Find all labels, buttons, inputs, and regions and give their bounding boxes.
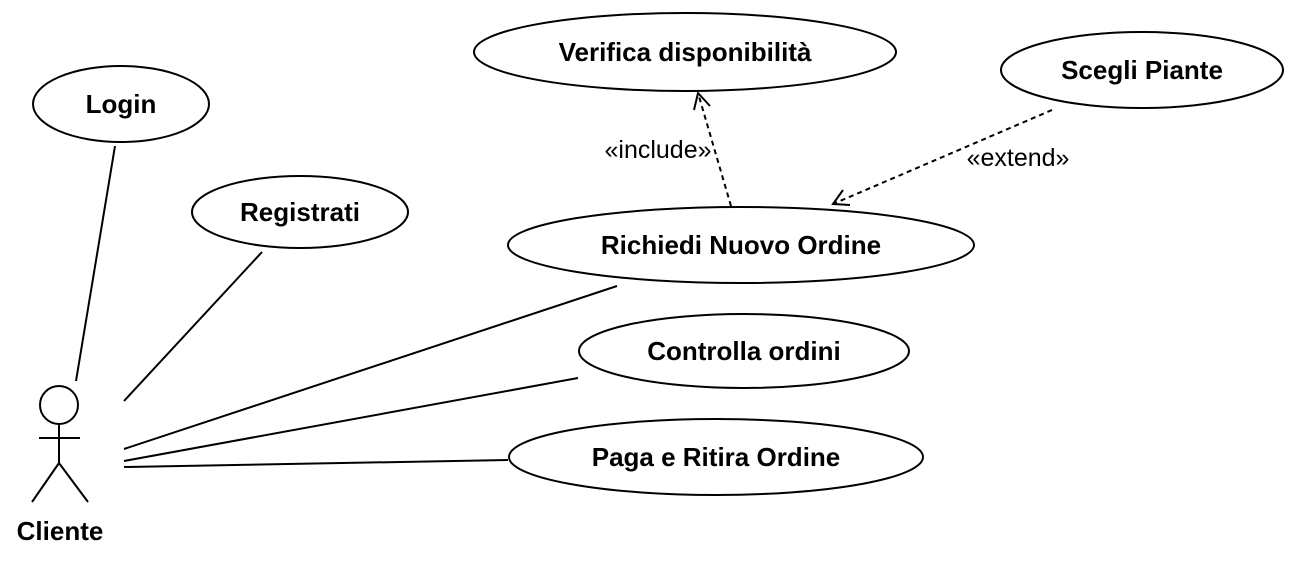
use-case-login[interactable] <box>32 65 210 143</box>
include-stereotype-label: «include» <box>604 136 711 164</box>
association-richiedi <box>123 285 618 450</box>
actor-cliente[interactable] <box>31 385 89 503</box>
use-case-verifica-label: Verifica disponibilità <box>559 37 812 67</box>
association-paga <box>123 459 509 468</box>
association-login <box>75 145 116 382</box>
use-case-verifica-disponibilita[interactable] <box>473 12 897 92</box>
use-case-controlla-label: Controlla ordini <box>647 336 841 366</box>
use-case-richiedi-nuovo-ordine[interactable] <box>507 206 975 284</box>
association-controlla <box>123 377 579 462</box>
extend-stereotype-label: «extend» <box>967 144 1070 172</box>
extend-dependency <box>832 109 1053 205</box>
use-case-richiedi-label: Richiedi Nuovo Ordine <box>601 230 881 260</box>
actor-label: Cliente <box>17 516 104 546</box>
use-case-scegli-piante[interactable] <box>1000 31 1284 109</box>
use-case-paga-ritira-ordine[interactable] <box>508 418 924 496</box>
use-case-scegli-label: Scegli Piante <box>1061 55 1223 85</box>
include-dependency <box>697 92 732 207</box>
extend-arrowhead <box>831 189 851 206</box>
use-case-paga-label: Paga e Ritira Ordine <box>592 442 841 472</box>
use-case-login-label: Login <box>86 89 157 119</box>
actor-right-leg <box>58 462 89 503</box>
use-case-registrati-label: Registrati <box>240 197 360 227</box>
use-case-registrati[interactable] <box>191 175 409 249</box>
use-case-controlla-ordini[interactable] <box>578 313 910 389</box>
actor-head <box>39 385 79 425</box>
include-arrowhead <box>693 90 711 111</box>
association-registrati <box>123 251 263 402</box>
actor-left-leg <box>31 462 60 503</box>
